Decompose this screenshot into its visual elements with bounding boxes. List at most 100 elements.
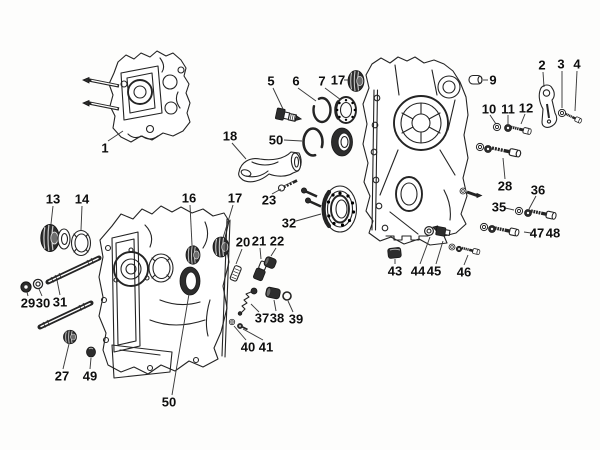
part-5-oil-pressure-switch: [274, 107, 303, 122]
callout-36: 36: [531, 183, 545, 198]
part-37-spring-plunger: [237, 287, 258, 316]
callout-2: 2: [538, 58, 545, 73]
callout-3: 3: [557, 57, 564, 72]
callout-12: 12: [519, 101, 533, 116]
callout-leader-2: [542, 71, 545, 88]
part-30-washer: [32, 278, 44, 290]
callout-11: 11: [501, 102, 515, 117]
callout-13: 13: [46, 192, 60, 207]
callout-leader-30: [38, 288, 43, 297]
callout-leader-45: [435, 240, 444, 265]
callout-14: 14: [75, 192, 90, 207]
callout-leader-28: [502, 157, 506, 180]
callout-18: 18: [223, 129, 237, 144]
callout-leader-18: [231, 142, 247, 160]
callout-6: 6: [292, 74, 299, 89]
callout-leader-6: [297, 87, 317, 102]
callout-leader-40: [233, 325, 247, 341]
part-17-knurled-bearing: [347, 69, 365, 93]
part-28-bolt-assembly: [475, 143, 521, 157]
part-4-bolt: [563, 110, 584, 125]
part-22-cap: [263, 256, 277, 269]
callout-47: 47: [530, 226, 544, 241]
callout-leader-4: [574, 70, 578, 112]
callout-leader-46: [463, 254, 469, 266]
part-23-bolt: [277, 179, 298, 192]
part-35-36-bolt-assembly: [514, 205, 559, 222]
relief-valve-parts: [228, 256, 292, 331]
callout-21: 21: [252, 234, 266, 249]
callout-leader-38: [273, 299, 277, 312]
callout-leader-39: [287, 300, 294, 313]
part-20-spring-seat: [229, 265, 242, 282]
part-12-bolt: [508, 122, 534, 137]
callout-43: 43: [388, 264, 402, 279]
callout-38: 38: [270, 311, 284, 326]
callout-leader-41: [242, 328, 264, 341]
callout-48: 48: [546, 226, 560, 241]
part-44-washer: [423, 225, 435, 237]
part-40-washer: [228, 318, 236, 326]
callout-29: 29: [21, 296, 35, 311]
callout-leader-44: [419, 236, 431, 265]
case-bolts-small: [300, 187, 322, 208]
callout-leader-49: [89, 357, 92, 370]
callout-46: 46: [457, 265, 471, 280]
part-3-nut: [557, 108, 567, 118]
callout-leader-31: [56, 279, 61, 296]
callout-9: 9: [489, 73, 496, 88]
callout-16: 16: [182, 191, 196, 206]
callout-32: 32: [282, 216, 296, 231]
callout-leader-50-mid: [283, 139, 303, 142]
callout-35: 35: [492, 200, 506, 215]
callout-leader-12: [520, 113, 526, 125]
callout-41: 41: [259, 340, 273, 355]
callout-20: 20: [236, 235, 250, 250]
callout-4: 4: [573, 57, 581, 72]
callout-leader-23: [271, 188, 282, 195]
part-39-o-ring: [282, 291, 292, 301]
callout-leader-13: [50, 205, 54, 225]
part-6-snap-ring: [312, 96, 332, 124]
callout-leader-14: [80, 205, 83, 231]
crankcase-right-half: [362, 56, 469, 246]
callout-leader-29: [26, 291, 29, 297]
part-29-nut: [20, 281, 32, 293]
part-9-dowel: [468, 74, 483, 85]
part-1-crankcase-assembly: [82, 50, 191, 143]
callout-37: 37: [255, 311, 269, 326]
part-27-plug: [62, 329, 78, 345]
callout-49: 49: [83, 369, 97, 384]
part-46-bolt-assembly: [448, 243, 482, 257]
callout-leader-7: [324, 87, 342, 101]
part-47-48-bolt-assembly: [479, 222, 522, 239]
callout-39: 39: [289, 312, 303, 327]
part-31-stud: [45, 255, 102, 285]
part-7-ball-bearing: [334, 96, 357, 124]
callout-leader-27: [62, 343, 70, 370]
callout-leader-16: [189, 204, 193, 246]
part-32-main-bearing: [321, 185, 358, 233]
part-18-oil-strainer: [238, 151, 302, 183]
bearing-parts-column: [238, 69, 365, 233]
callout-44: 44: [411, 264, 426, 279]
callout-leader-37: [250, 303, 260, 313]
left-parts: [20, 223, 102, 358]
callout-1: 1: [101, 141, 108, 156]
crankcase-left-half: [98, 205, 231, 379]
callout-17-top: 17: [331, 73, 345, 88]
callout-leader-35: [504, 207, 515, 211]
part-13-drive-gear: [40, 223, 60, 253]
part-11-washer: [504, 124, 512, 132]
callout-leader-32: [295, 213, 322, 222]
part-50-snap-ring-large: [302, 127, 324, 157]
part-14-bearing-race: [70, 229, 92, 257]
callout-leader-50-bottom: [171, 293, 190, 396]
callout-23: 23: [262, 193, 276, 208]
callout-17-case: 17: [228, 191, 242, 206]
stud-lower: [37, 300, 94, 330]
callout-leader-10: [489, 114, 497, 125]
part-49-plug: [86, 346, 96, 358]
